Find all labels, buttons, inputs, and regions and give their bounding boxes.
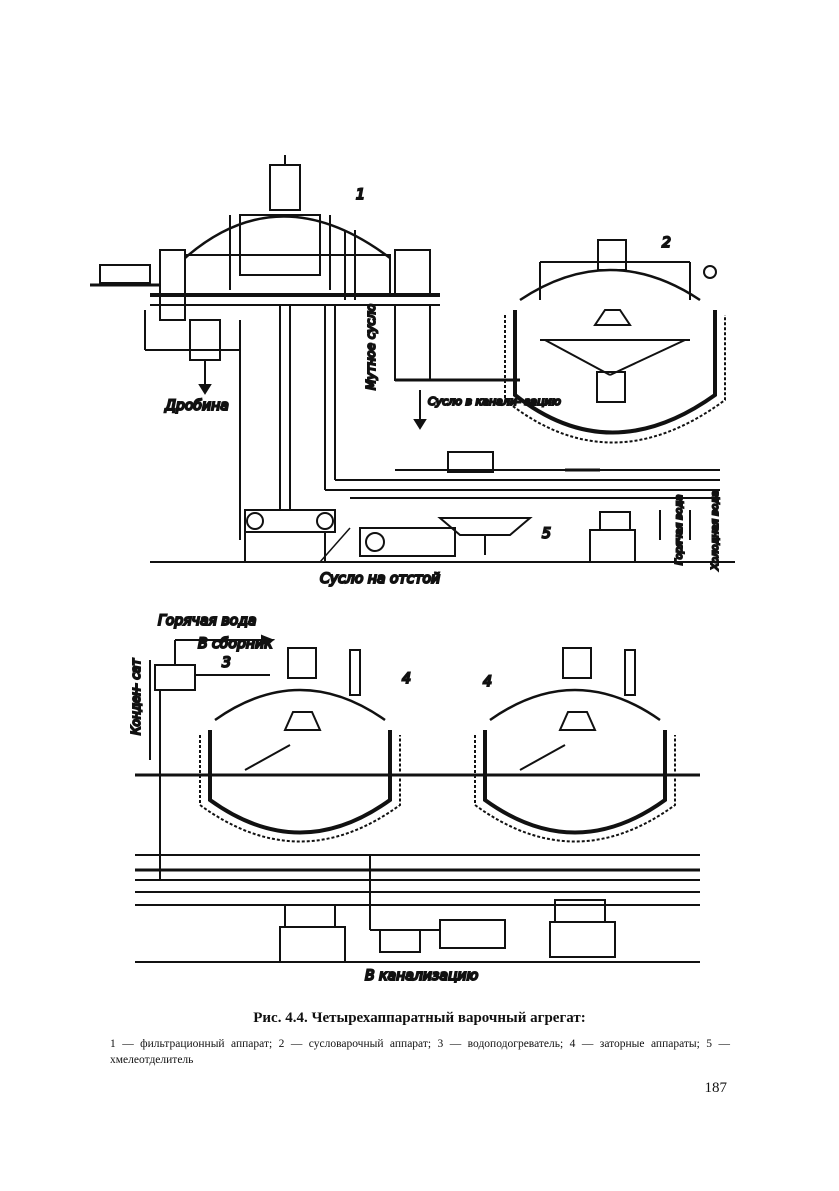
label-item-4-left: 4 — [402, 671, 411, 687]
label-item-5: 5 — [542, 526, 551, 542]
mash-tun-apparatus-4-left — [199, 647, 401, 843]
label-item-1: 1 — [356, 187, 365, 203]
brewhouse-diagram: 1 2 5 Дробина Мутное сусло Сусло в канал… — [90, 155, 735, 985]
wort-kettle-apparatus-2 — [504, 239, 726, 444]
label-v-sbornik: В сборник — [198, 636, 273, 652]
page-number: 187 — [704, 1080, 728, 1096]
label-goryachaya-voda: Горячая вода — [158, 613, 256, 629]
hop-separator-apparatus-5 — [359, 510, 691, 563]
label-cold-water-vertical: Холодная вода — [710, 491, 721, 571]
figure-legend: 1 — фильтрационный аппарат; 2 — сусловар… — [110, 1038, 730, 1066]
top-piping — [324, 305, 720, 499]
bottom-drives — [279, 899, 616, 963]
label-mutnoe-suslo: Мутное сусло — [364, 304, 378, 390]
label-item-4-right: 4 — [483, 674, 492, 690]
label-suslo-v-kanalizatsiyu: Сусло в канали- зацию — [428, 395, 561, 408]
label-hot-water-vertical: Горячая вода — [674, 495, 685, 565]
lauter-tun-apparatus-1 — [90, 155, 440, 563]
label-item-2: 2 — [662, 235, 671, 251]
label-v-kanalizatsiyu: В канализацию — [365, 968, 479, 984]
mash-tun-apparatus-4-right — [474, 647, 676, 843]
label-suslo-na-otstoy: Сусло на отстой — [320, 571, 440, 587]
figure-caption: Рис. 4.4. Четырехаппаратный варочный агр… — [253, 1010, 586, 1026]
label-drobina: Дробина — [164, 398, 229, 414]
label-kondensat: Конден- сат — [129, 658, 143, 735]
water-heater-apparatus-3 — [149, 634, 275, 880]
top-floor-hatch — [319, 527, 351, 563]
label-item-3: 3 — [222, 655, 231, 671]
